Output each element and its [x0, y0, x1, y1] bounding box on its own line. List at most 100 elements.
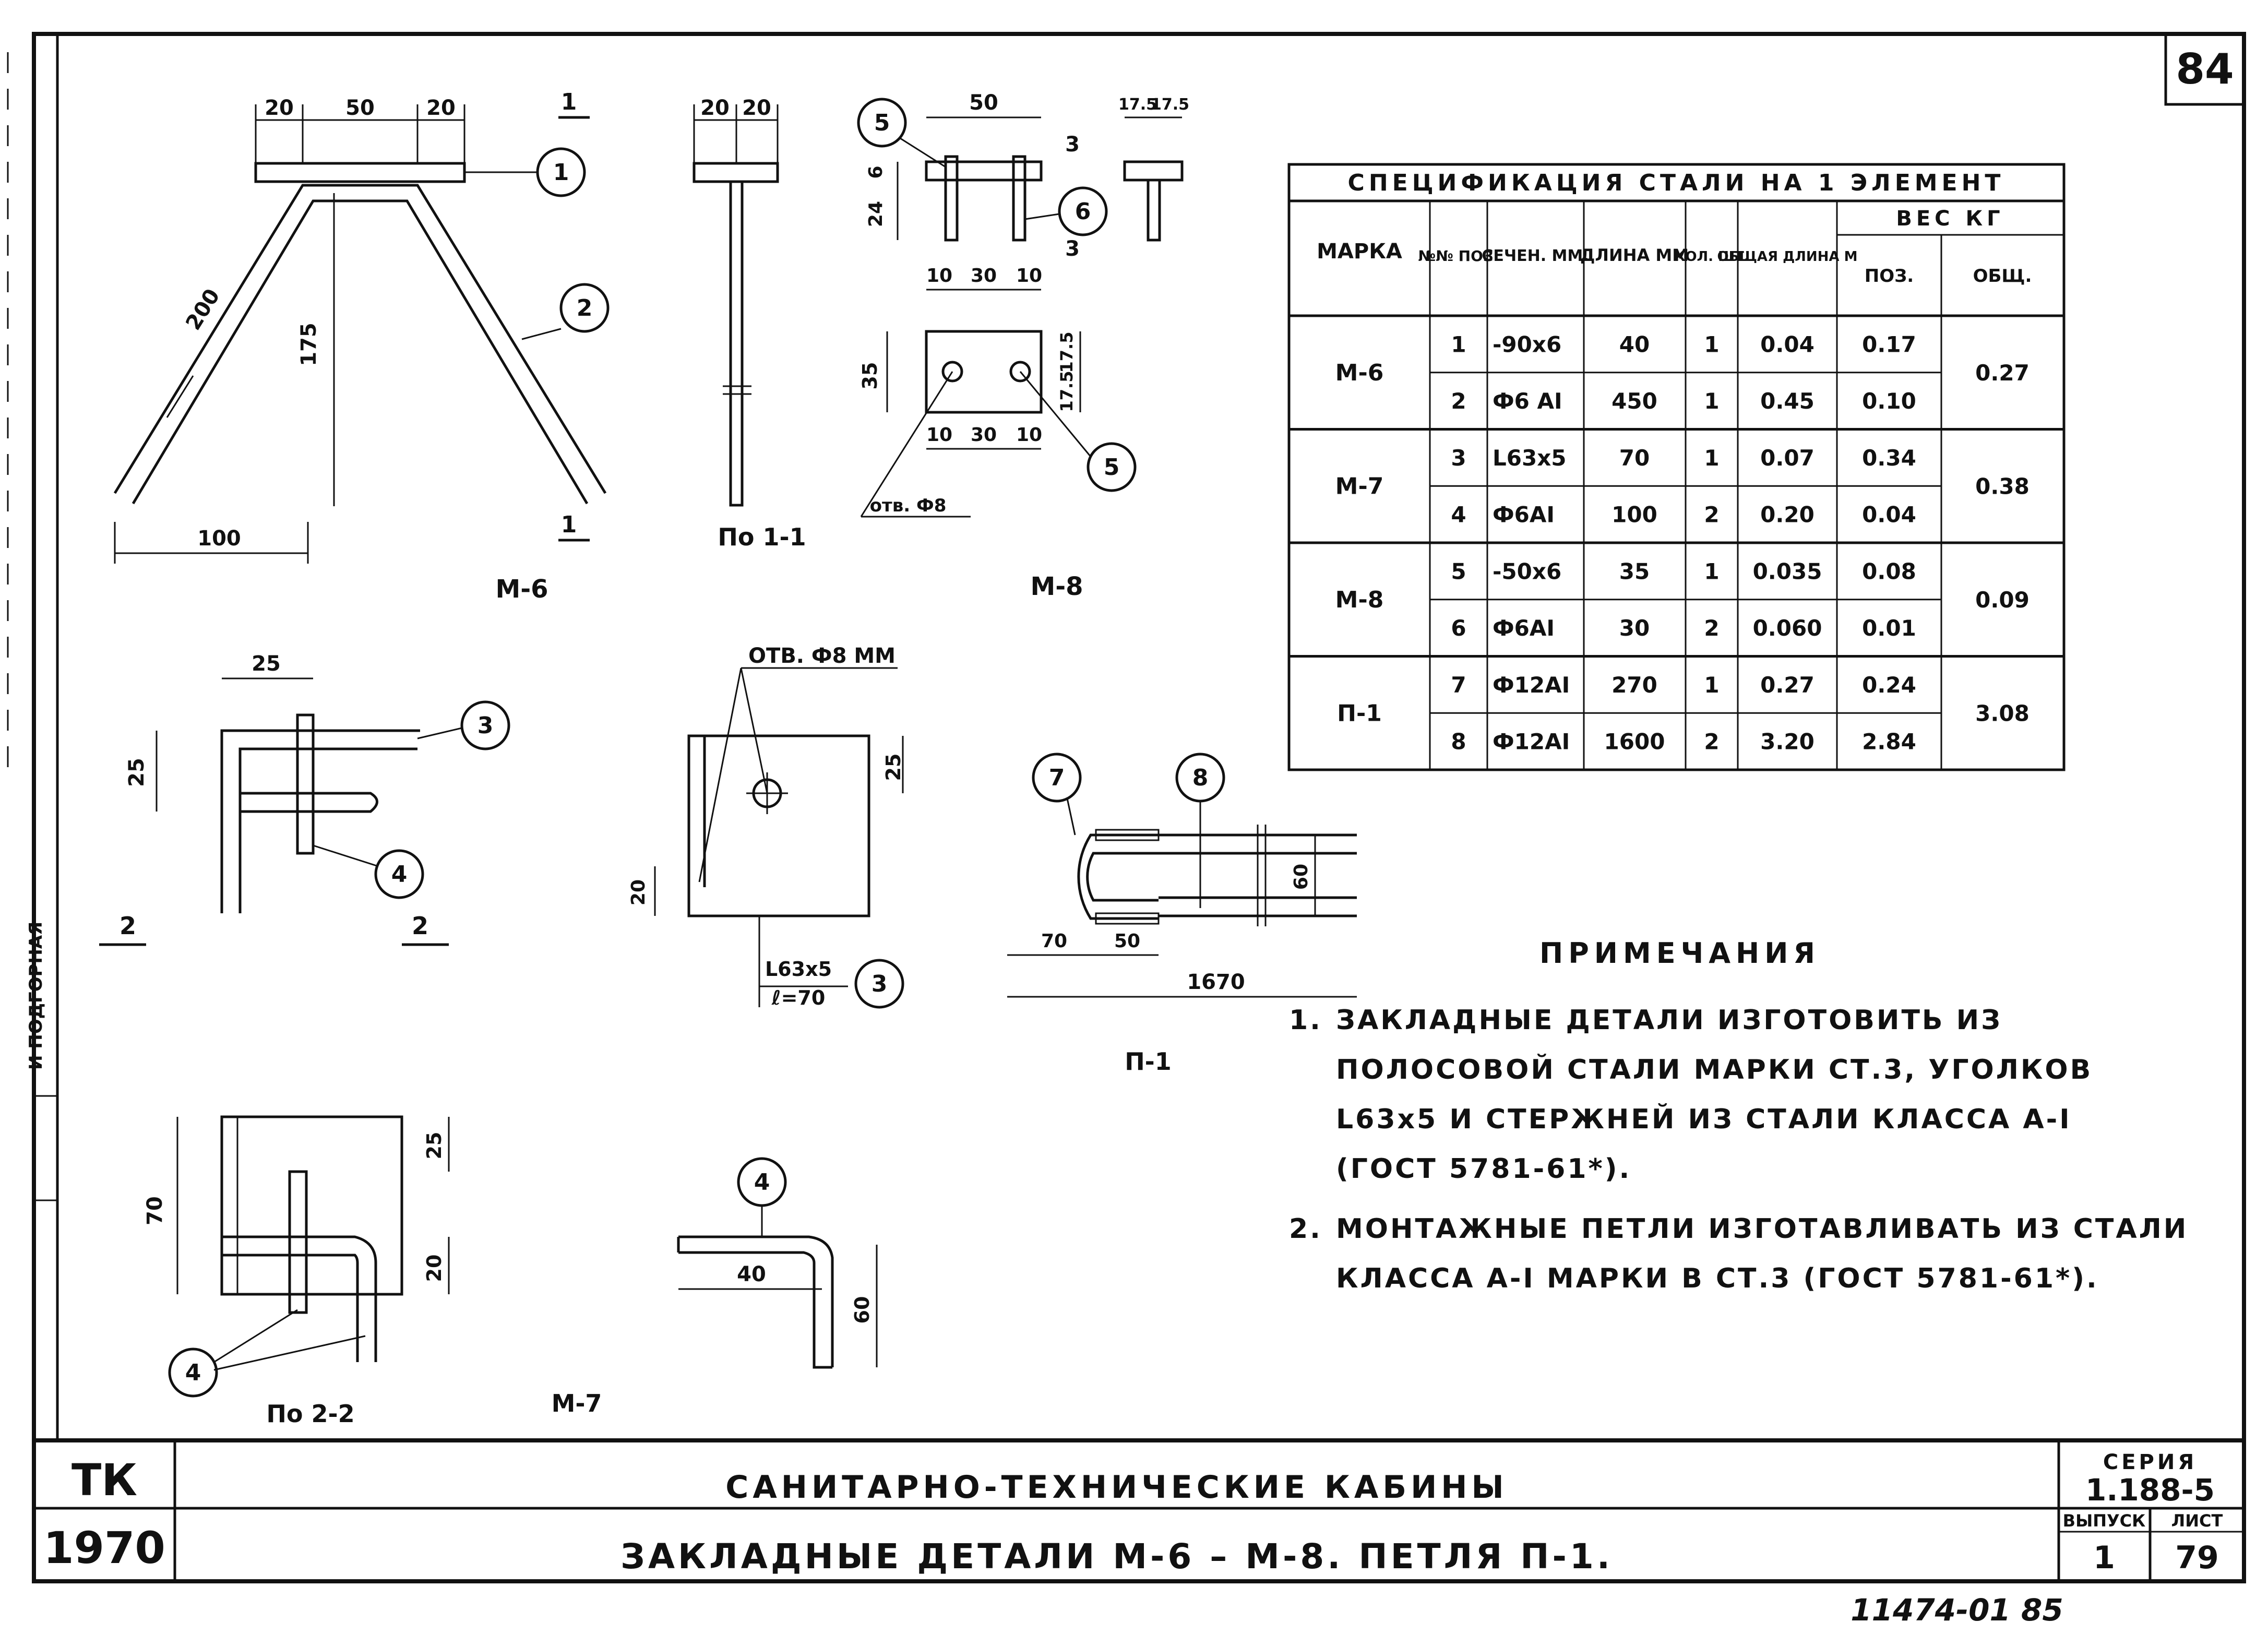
rod-bent — [222, 1235, 377, 1362]
side-label: И ПОДГОРНАЯ — [26, 922, 46, 1070]
dim-label: 10 — [1016, 265, 1042, 287]
rod-vertical — [296, 713, 315, 855]
section-mark: 3 — [1065, 133, 1080, 157]
dim-label: 100 — [197, 527, 241, 551]
cell-mark: М-6 — [1335, 360, 1384, 386]
loop-bend-inner — [1086, 852, 1159, 902]
rod-horizontal — [240, 792, 378, 813]
note-line: ЗАКЛАДНЫЕ ДЕТАЛИ ИЗГОТОВИТЬ ИЗ — [1336, 1005, 2003, 1036]
series-value: 1.188-5 — [2085, 1472, 2215, 1508]
cell-total-length: 3.20 — [1760, 729, 1815, 755]
cell-pos: 3 — [1451, 445, 1466, 471]
dim-label: 200 — [181, 285, 224, 335]
cell-total-length: 0.035 — [1753, 558, 1822, 584]
year: 1970 — [43, 1522, 165, 1573]
header-total-length: ОБЩАЯ ДЛИНА М — [1717, 249, 1858, 265]
cell-mark: П-1 — [1337, 700, 1382, 726]
cell-weight-total: 0.27 — [1975, 360, 2030, 386]
m8-plan — [925, 330, 1043, 414]
cell-weight: 0.17 — [1862, 331, 1916, 357]
loop-bend-outer — [1077, 833, 1159, 920]
cell-pos: 5 — [1451, 558, 1466, 584]
dim-label: 20 — [628, 879, 649, 905]
leader-line — [740, 667, 768, 794]
leader-line — [213, 1335, 366, 1371]
dim-label: 50 — [345, 96, 375, 120]
callout-number: 4 — [185, 1359, 201, 1386]
leader-line — [1066, 798, 1076, 836]
drawing-caption: М-6 — [495, 575, 548, 604]
weld — [1095, 829, 1160, 841]
notes-heading: ПРИМЕЧАНИЯ — [1539, 937, 1820, 970]
drawing-m6: 20 50 20 200 175 100 1 1 1 2 М-6 — [113, 89, 610, 604]
leader-line — [313, 844, 379, 867]
rod — [288, 1170, 308, 1314]
section-mark: 2 — [120, 912, 136, 940]
dim-label: 17.5 — [1151, 96, 1189, 114]
dim-label: 50 — [969, 91, 998, 115]
note-line: ПОЛОСОВОЙ СТАЛИ МАРКИ СТ.3, УГОЛКОВ — [1336, 1054, 2093, 1086]
cell-section: L63x5 — [1493, 445, 1567, 471]
dim-label: 25 — [125, 758, 149, 787]
cell-weight: 0.10 — [1862, 388, 1916, 414]
cell-length: 70 — [1619, 445, 1650, 471]
cell-mark: М-7 — [1335, 473, 1384, 499]
dim-label: 30 — [971, 265, 997, 287]
note-number: 2. — [1289, 1213, 1322, 1245]
m8-hole — [941, 361, 963, 383]
leader-line — [698, 667, 742, 882]
dim-label: 25 — [252, 652, 281, 676]
cell-section: Ф12АI — [1493, 672, 1570, 698]
note-number: 1. — [1289, 1005, 1322, 1036]
dim-label: 6 — [865, 165, 887, 178]
cell-pos: 7 — [1451, 672, 1466, 698]
section-plate — [693, 162, 779, 183]
callout-number: 6 — [1075, 198, 1091, 225]
dim-label: 25 — [882, 754, 905, 781]
cell-total-length: 0.27 — [1760, 672, 1815, 698]
section-mark: 1 — [561, 511, 577, 538]
cell-length: 35 — [1619, 558, 1650, 584]
cell-weight: 0.08 — [1862, 558, 1916, 584]
cell-weight-total: 3.08 — [1975, 700, 2030, 726]
m8-stud — [1012, 155, 1026, 242]
leader-line — [417, 727, 462, 740]
dim-label: 20 — [265, 96, 294, 120]
callout-circle — [854, 959, 904, 1009]
bar-bent — [677, 1235, 834, 1369]
length-label: ℓ=70 — [771, 986, 826, 1009]
dim-label: 24 — [865, 201, 887, 227]
dim-label: 40 — [737, 1262, 766, 1286]
cell-length: 270 — [1612, 672, 1657, 698]
hole-note: отв. Ф8 — [870, 495, 947, 516]
dim-label: 20 — [426, 96, 456, 120]
drawing-section-2-2: 70 25 20 4 По 2-2 — [143, 1115, 450, 1428]
cell-section: Ф6АI — [1493, 502, 1555, 528]
cell-total-length: 0.04 — [1760, 331, 1815, 357]
header-weight-total: ОБЩ. — [1973, 266, 2032, 287]
leader-line — [521, 328, 562, 340]
section-plate — [220, 1115, 403, 1296]
callout-circle — [460, 700, 510, 750]
org-code: ТК — [71, 1454, 137, 1506]
drawing-m7-angle: ОТВ. Ф8 ММ 25 20 L63x5 ℓ=70 3 — [628, 644, 905, 1009]
cell-section: Ф6 АI — [1493, 388, 1562, 414]
weld — [1095, 912, 1160, 925]
dim-label: 20 — [742, 96, 771, 120]
m8-stud — [944, 155, 959, 242]
header-section: СЕЧЕН. ММ. — [1482, 247, 1589, 265]
dim-label: 17.5 — [1057, 332, 1077, 373]
callout-number: 1 — [553, 159, 569, 186]
section-mark: 3 — [1065, 237, 1080, 261]
drawing-m7-plan: 25 25 2 2 3 4 — [99, 652, 510, 946]
cell-length: 1600 — [1604, 729, 1665, 755]
title-main: САНИТАРНО-ТЕХНИЧЕСКИЕ КАБИНЫ — [725, 1469, 1508, 1506]
dim-label: 10 — [1016, 424, 1042, 446]
dim-label: 25 — [423, 1132, 446, 1160]
leader-line — [900, 137, 946, 168]
callout-circle — [1058, 186, 1108, 236]
cell-weight: 0.04 — [1862, 502, 1916, 528]
drawing-caption: По 1-1 — [718, 523, 806, 551]
issue-label: ВЫПУСК — [2063, 1511, 2146, 1531]
